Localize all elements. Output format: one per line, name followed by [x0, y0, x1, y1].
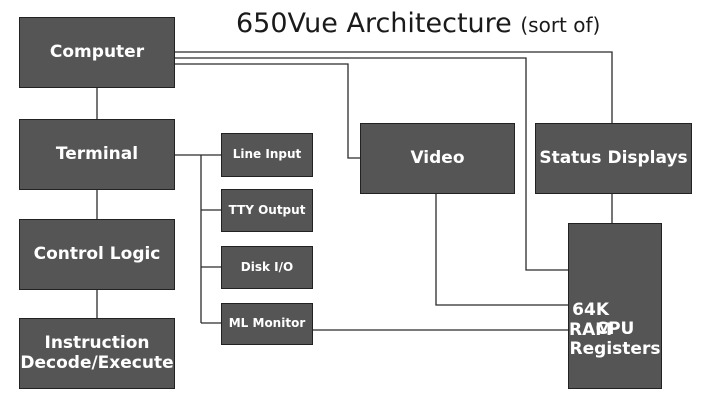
diagram-title: 650Vue Architecture (sort of): [236, 6, 616, 42]
wire-computer-ram: [175, 57, 568, 271]
wire-computer-video: [175, 63, 360, 159]
wire-video-cpu: [435, 194, 568, 306]
title-sub: (sort of): [520, 13, 601, 37]
disk-io-box: Disk I/O: [221, 246, 313, 289]
title-main: 650Vue Architecture: [236, 8, 512, 39]
ram-label: 64K RAM: [569, 300, 613, 340]
cpu-registers-label: CPU Registers: [569, 319, 661, 359]
ram-cpu-box: 64K RAM CPU Registers: [568, 223, 662, 389]
tty-output-box: TTY Output: [221, 189, 313, 232]
status-displays-box: Status Displays: [535, 123, 692, 194]
terminal-box: Terminal: [19, 119, 175, 190]
ml-monitor-box: ML Monitor: [221, 303, 313, 345]
line-input-box: Line Input: [221, 133, 313, 177]
control-logic-box: Control Logic: [19, 219, 175, 290]
wire-computer-status: [175, 51, 613, 123]
instruction-box: Instruction Decode/Execute: [19, 318, 175, 389]
video-box: Video: [360, 123, 515, 194]
computer-box: Computer: [19, 17, 175, 88]
